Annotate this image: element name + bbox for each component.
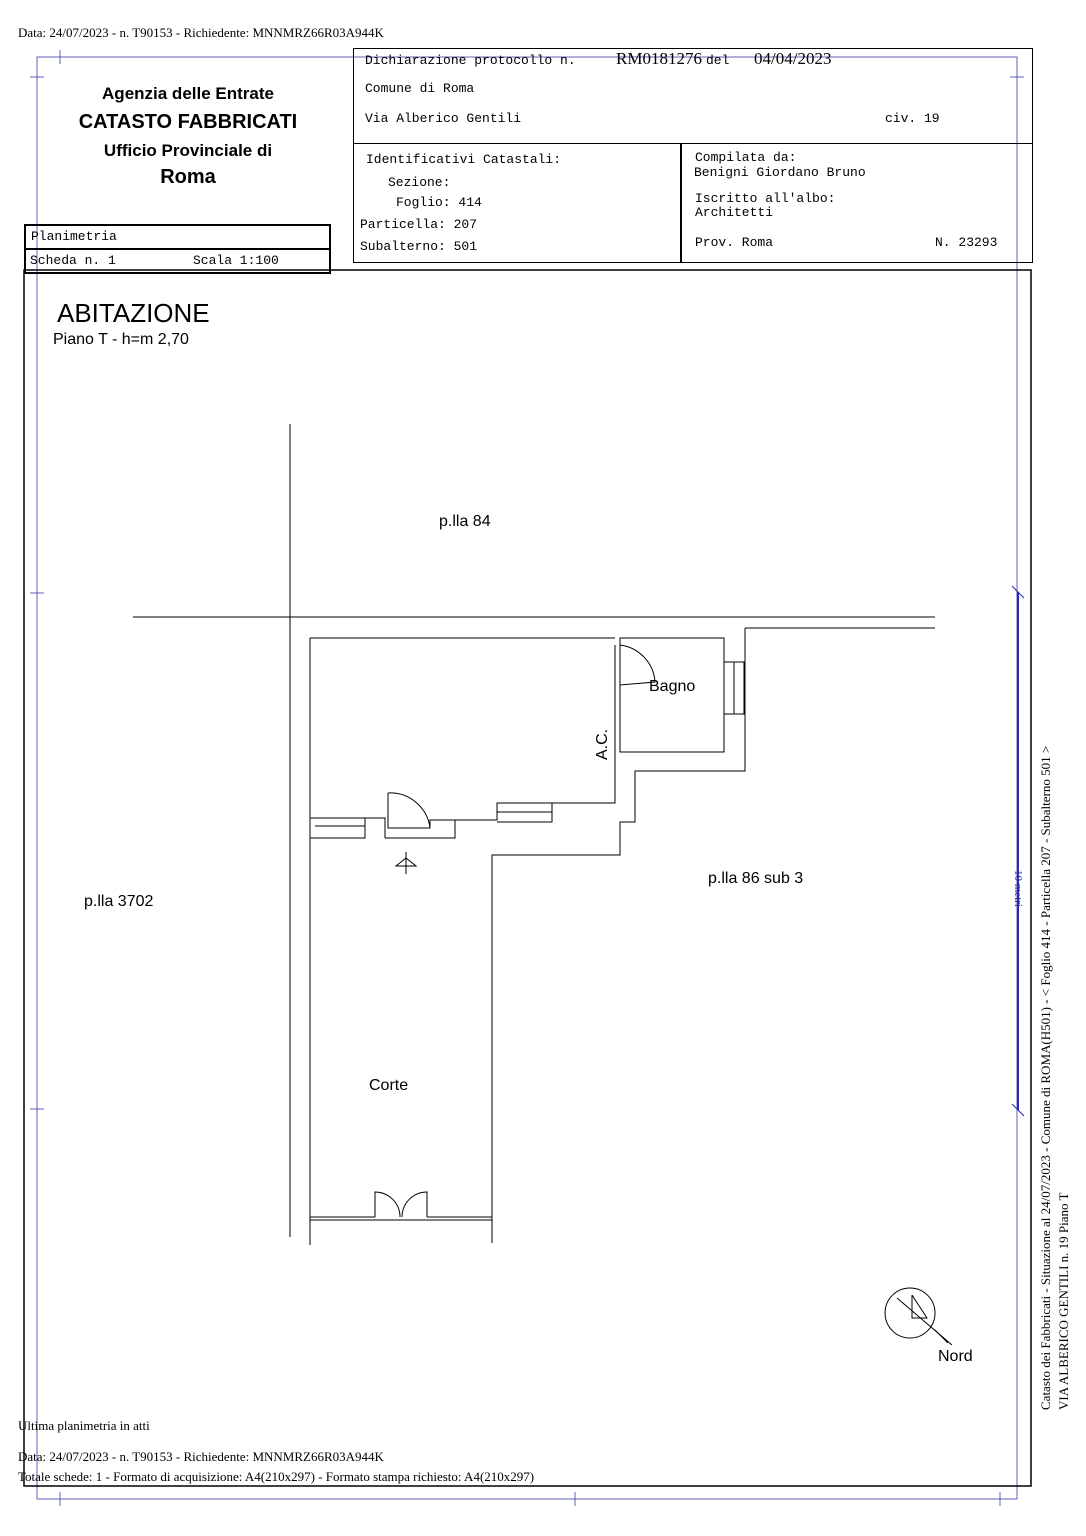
plan-frame xyxy=(23,269,1032,1487)
office-city: Roma xyxy=(160,166,216,188)
declaration-box: Dichiarazione protocollo n. RM0181276 de… xyxy=(353,48,1033,144)
label-plot-86: p.lla 86 sub 3 xyxy=(708,870,804,887)
floor-label: Piano T - h=m 2,70 xyxy=(53,331,189,348)
footer-data: Data: 24/07/2023 - n. T90153 - Richieden… xyxy=(18,1449,384,1464)
del-label: del xyxy=(706,53,730,68)
scale-bar-label: 10 metri xyxy=(1012,870,1024,907)
scheda-number: Scheda n. 1 xyxy=(30,253,116,268)
north-arrow-icon xyxy=(884,1287,953,1346)
subalterno: Subalterno: 501 xyxy=(360,239,478,254)
side-text-2: VIA ALBERICO GENTILI n. 19 Piano T xyxy=(1056,1192,1071,1411)
province: Prov. Roma xyxy=(695,235,774,250)
protocol-number: RM0181276 xyxy=(616,49,702,68)
iscritto-label: Iscritto all'albo: xyxy=(695,191,836,206)
planimetria-label: Planimetria xyxy=(31,229,117,244)
label-bagno: Bagno xyxy=(649,678,696,695)
floor-plan xyxy=(133,424,935,1245)
sezione: Sezione: xyxy=(388,175,451,190)
footer-totale: Totale schede: 1 - Formato di acquisizio… xyxy=(18,1469,535,1484)
identifiers-box: Identificativi Catastali: Sezione: Fogli… xyxy=(353,143,682,263)
label-plot-3702: p.lla 3702 xyxy=(84,893,154,910)
compilata-label: Compilata da: xyxy=(695,150,797,165)
author-name: Benigni Giordano Bruno xyxy=(694,165,866,180)
footer-ultima: Ultima planimetria in atti xyxy=(18,1418,150,1433)
identifiers-title: Identificativi Catastali: xyxy=(366,152,562,167)
header-line: Data: 24/07/2023 - n. T90153 - Richieden… xyxy=(18,25,384,40)
scheda-box: Scheda n. 1 Scala 1:100 xyxy=(24,248,331,274)
scale-bar xyxy=(1011,585,1025,1117)
civic-number: civ. 19 xyxy=(885,111,940,126)
planimetria-box: Planimetria xyxy=(24,224,331,250)
side-text-1: Catasto dei Fabbricati - Situazione al 2… xyxy=(1038,745,1053,1410)
label-corte: Corte xyxy=(369,1077,409,1094)
comune: Comune di Roma xyxy=(365,81,475,96)
protocol-label: Dichiarazione protocollo n. xyxy=(365,53,576,68)
agency-name: Agenzia delle Entrate xyxy=(102,84,274,103)
address: Via Alberico Gentili xyxy=(365,111,522,126)
particella: Particella: 207 xyxy=(360,217,478,232)
catasto-title: CATASTO FABBRICATI xyxy=(78,111,298,133)
label-nord: Nord xyxy=(938,1348,973,1365)
scale: Scala 1:100 xyxy=(193,253,279,268)
protocol-date: 04/04/2023 xyxy=(754,49,832,68)
label-ac: A.C. xyxy=(594,728,611,760)
foglio: Foglio: 414 xyxy=(396,195,482,210)
label-plot-84: p.lla 84 xyxy=(439,513,491,530)
plan-title: ABITAZIONE xyxy=(57,298,210,328)
office-label: Ufficio Provinciale di xyxy=(103,141,273,160)
author-box: Compilata da: Benigni Giordano Bruno Isc… xyxy=(680,143,1033,263)
registration-number: N. 23293 xyxy=(935,235,998,250)
albo: Architetti xyxy=(695,205,774,220)
